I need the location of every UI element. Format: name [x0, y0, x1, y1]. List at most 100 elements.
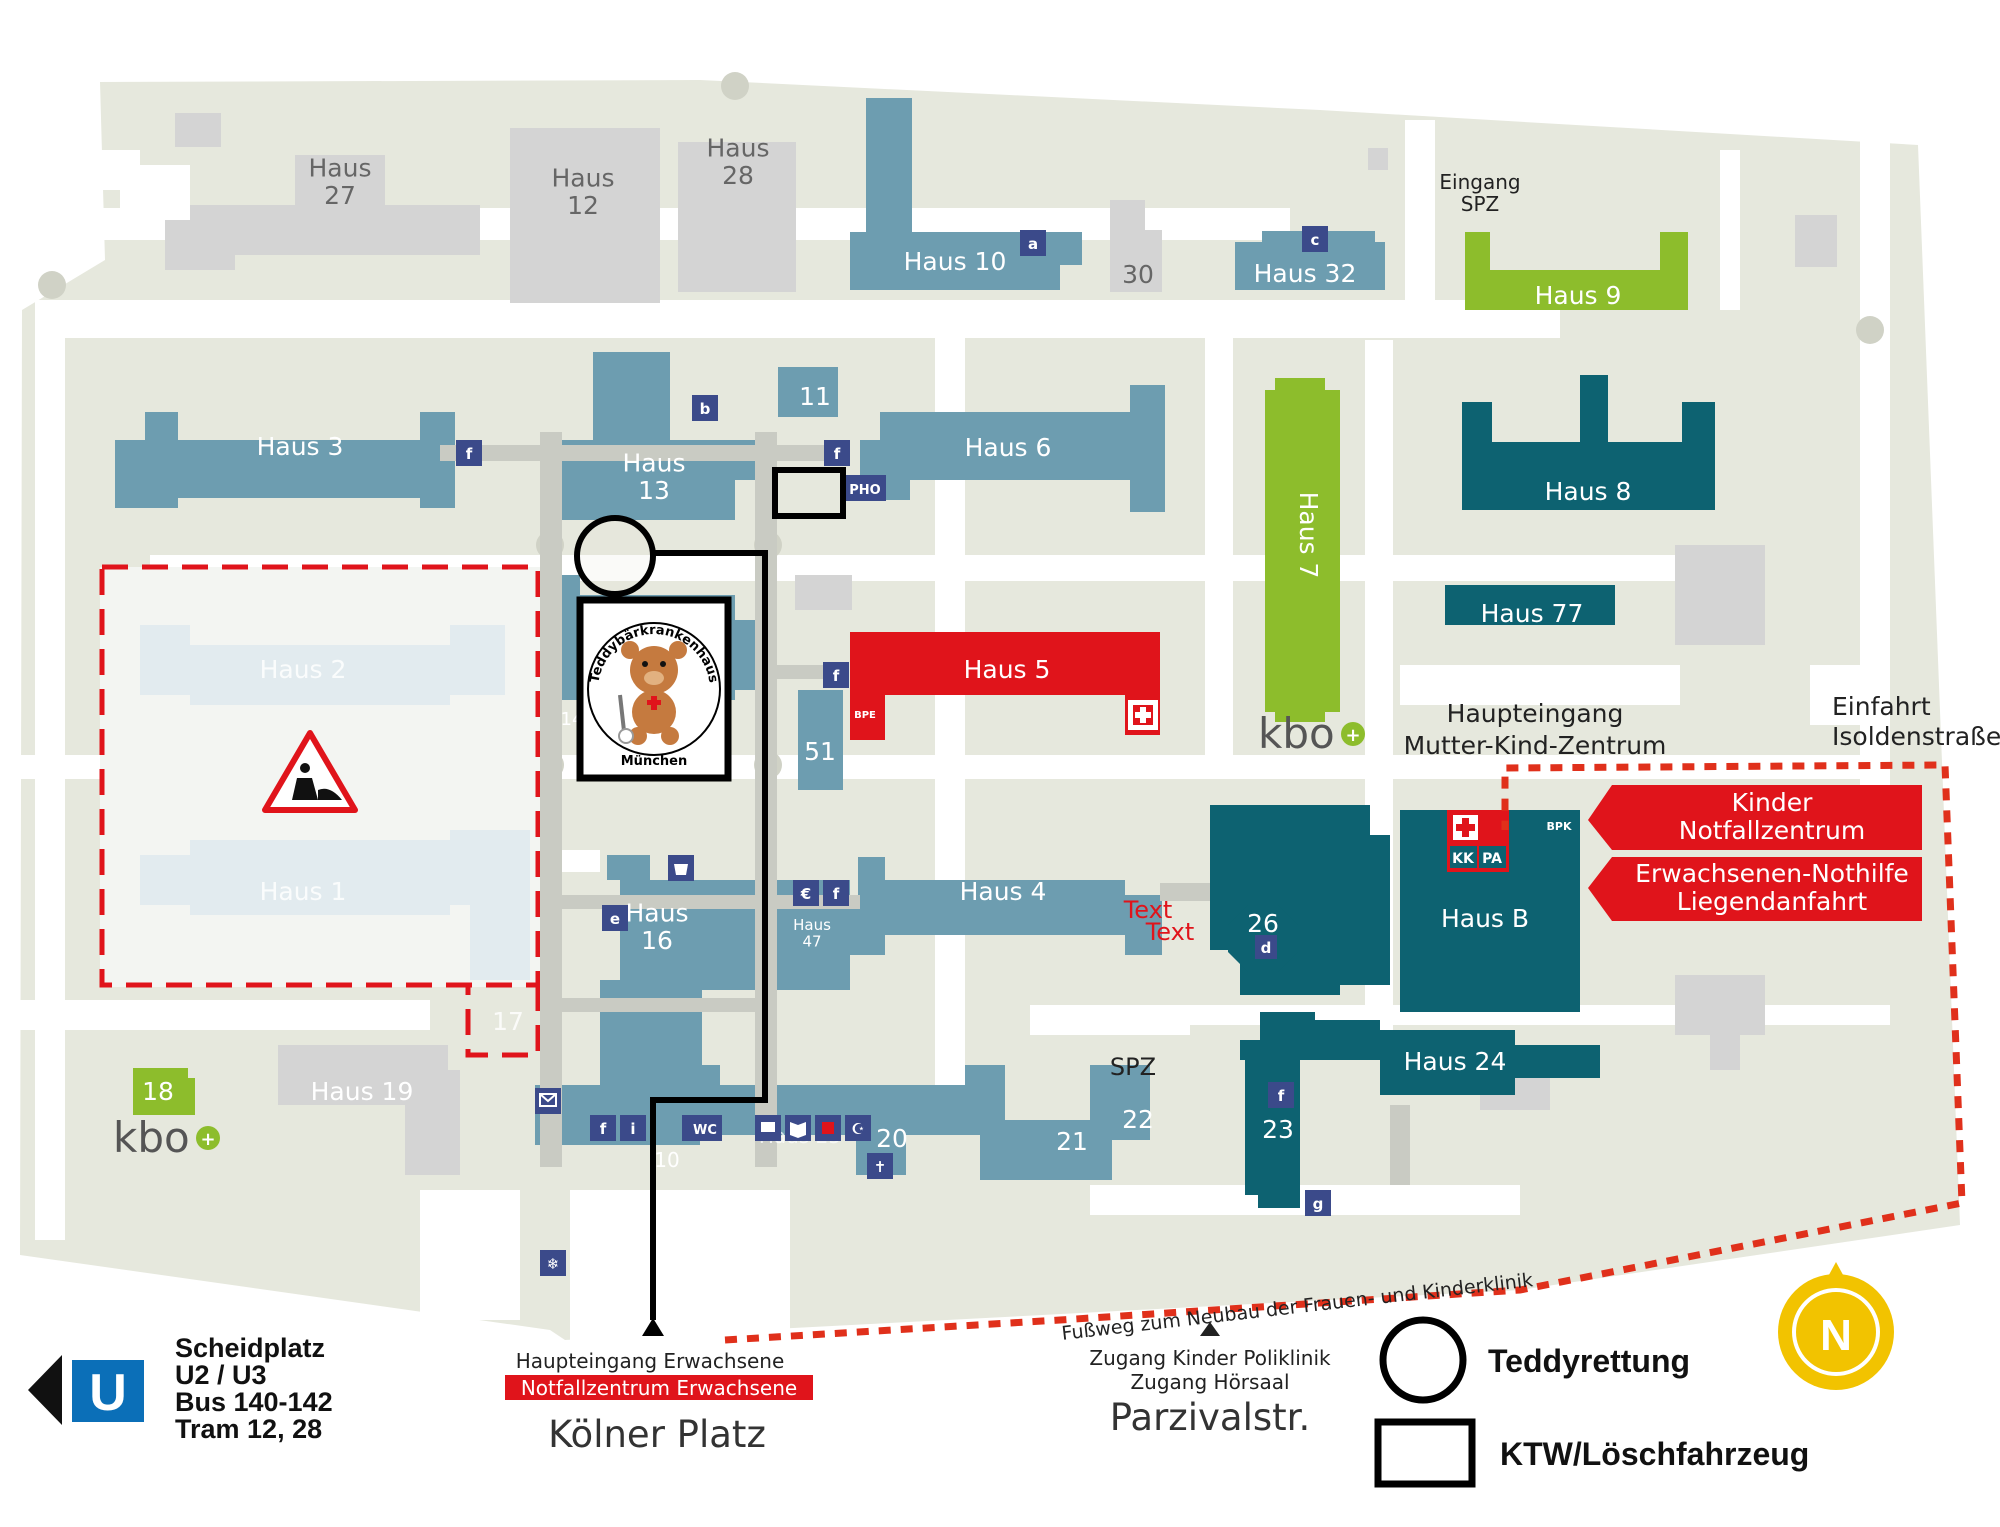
icon-bpk: BPK	[1542, 815, 1577, 835]
parzival-entrance-marker	[1200, 1322, 1220, 1336]
icon-euro: €	[793, 880, 819, 906]
svg-text:WC: WC	[693, 1123, 717, 1138]
svg-text:€: €	[800, 885, 811, 903]
haus9-label: Haus 9	[1535, 281, 1622, 310]
icon-c: c	[1302, 226, 1328, 252]
haus11-label: 11	[799, 382, 831, 411]
notfall-erw-label: Notfallzentrum Erwachsene	[521, 1376, 797, 1400]
kbo-logo-2: kbo +	[113, 1113, 220, 1162]
haus5-label: Haus 5	[964, 655, 1051, 684]
grey-buildings	[165, 113, 1837, 1175]
erw-nothilfe-line2: Liegendanfahrt	[1677, 887, 1868, 916]
spz-label: SPZ	[1110, 1053, 1156, 1081]
haupteingang-mkz-line2: Mutter-Kind-Zentrum	[1404, 731, 1667, 760]
zugang-kinder-label: Zugang Kinder Poliklinik	[1089, 1346, 1331, 1370]
first-aid-icon	[1128, 700, 1158, 730]
facility-icons: a c b f f PHO f BPE € f e d f g f i WC ☪…	[456, 226, 1577, 1276]
kbo-logo-1: kbo +	[1258, 709, 1365, 758]
teddy-rescue-route	[574, 467, 846, 1320]
green-buildings	[133, 232, 1688, 1115]
kbo-text-2: kbo	[113, 1113, 190, 1162]
mail-icon	[535, 1088, 561, 1114]
svg-text:+: +	[1345, 725, 1360, 746]
parzivalstr-label: Parzivalstr.	[1110, 1396, 1310, 1439]
new-building-boundary	[724, 761, 1966, 1344]
haus2-label: Haus 2	[260, 655, 347, 684]
zugang-hoersaal-label: Zugang Hörsaal	[1130, 1370, 1289, 1394]
icon-f-haus25: f	[590, 1115, 616, 1141]
svg-text:e: e	[610, 910, 620, 928]
haus51-label: 51	[804, 737, 836, 766]
haus7-label: Haus 7	[1294, 492, 1323, 579]
ktw-symbol	[1374, 1418, 1476, 1488]
teddy-bear-icon	[618, 641, 687, 745]
book-icon	[785, 1115, 811, 1141]
icon-f-haus6: f	[824, 440, 850, 466]
icon-f-haus4: f	[823, 880, 849, 906]
haus19-label: Haus 19	[311, 1077, 414, 1106]
haus23-label: 23	[1262, 1115, 1294, 1144]
haus6-label: Haus 6	[965, 433, 1052, 462]
erwachsenen-nothilfe-arrow: Erwachsenen-Nothilfe Liegendanfahrt	[1588, 857, 1922, 921]
haupteingang-mkz-line1: Haupteingang	[1447, 699, 1624, 728]
icon-f-haus3: f	[456, 440, 482, 466]
svg-text:f: f	[833, 885, 840, 903]
route-arrowhead	[642, 1318, 664, 1336]
svg-text:a: a	[1028, 235, 1038, 253]
chapel-icon: ✝	[867, 1153, 893, 1179]
haus21-label: 21	[1056, 1127, 1088, 1156]
haus77-label: Haus 77	[1481, 599, 1584, 628]
pharmacy-icon	[815, 1115, 841, 1141]
north-compass-icon: N	[1778, 1262, 1894, 1390]
construction-zone	[99, 564, 541, 1058]
kinder-notfall-line2: Notfallzentrum	[1679, 816, 1865, 845]
svg-text:f: f	[834, 445, 841, 463]
haus30-label: 30	[1122, 260, 1154, 289]
icon-pho: PHO	[844, 475, 886, 501]
icon-a: a	[1020, 230, 1046, 256]
svg-text:f: f	[600, 1120, 607, 1138]
haus26-label: 26	[1247, 909, 1279, 938]
svg-text:BPK: BPK	[1547, 820, 1572, 833]
text-label-1: Text	[1123, 896, 1173, 924]
pa-label: PA	[1482, 851, 1502, 867]
legend-ktw: KTW/Löschfahrzeug	[1500, 1436, 1809, 1472]
icon-e: e	[602, 905, 628, 931]
svg-text:☪: ☪	[851, 1120, 864, 1138]
svg-text:c: c	[1311, 231, 1320, 249]
transit-line4: Tram 12, 28	[175, 1414, 322, 1444]
red-building-haus5	[850, 632, 1160, 740]
haus17-label: 17	[492, 1007, 524, 1036]
teddy-hospital-marker: Teddybärkrankenhaus München	[576, 596, 732, 782]
teddyrettung-symbol	[1379, 1316, 1467, 1404]
haus22-label: 22	[1122, 1105, 1154, 1134]
dark-teal-buildings	[1210, 375, 1715, 1208]
haupteingang-erw-label: Haupteingang Erwachsene	[516, 1349, 785, 1373]
svg-text:❄: ❄	[547, 1255, 560, 1273]
hausB-label: Haus B	[1441, 904, 1529, 933]
compass-letter: N	[1820, 1311, 1852, 1360]
kbo-text-1: kbo	[1258, 709, 1335, 758]
kk-label: KK	[1452, 851, 1475, 867]
construction-warning-icon	[262, 730, 358, 813]
teddy-house-city: München	[621, 754, 687, 769]
snowflake-icon: ❄	[540, 1250, 566, 1276]
svg-text:d: d	[1261, 939, 1272, 957]
svg-text:PHO: PHO	[849, 483, 880, 498]
haus1-label: Haus 1	[260, 877, 347, 906]
svg-text:f: f	[833, 667, 840, 685]
coffee-icon	[668, 855, 694, 881]
icon-bpe: BPE	[850, 700, 880, 726]
shop-icon	[755, 1115, 781, 1141]
transit-line2: U2 / U3	[175, 1360, 267, 1390]
ubahn-logo-letter: U	[89, 1364, 127, 1422]
icon-d: d	[1255, 935, 1277, 959]
svg-text:g: g	[1313, 1195, 1324, 1213]
kinder-notfall-arrow: Kinder Notfallzentrum	[1588, 785, 1922, 850]
ubahn-logo	[72, 1360, 144, 1422]
icon-f-haus23: f	[1268, 1082, 1294, 1108]
info-icon: i	[620, 1115, 646, 1141]
